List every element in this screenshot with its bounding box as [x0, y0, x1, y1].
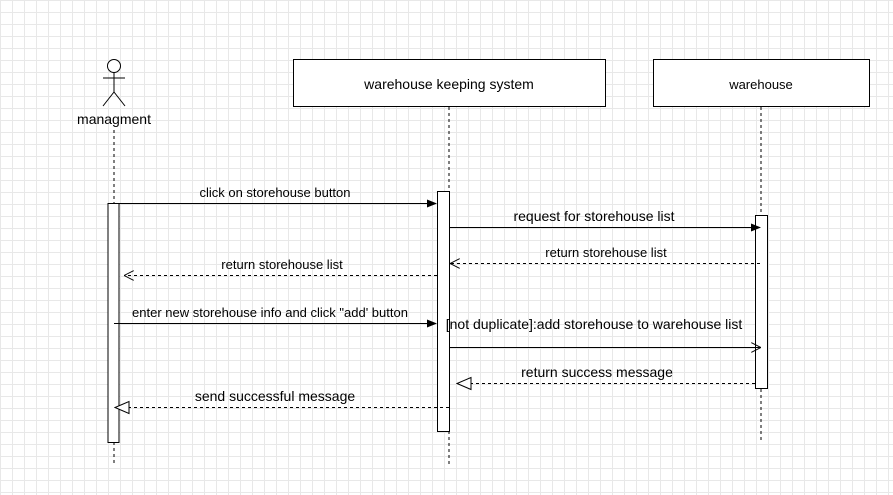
- message-label-6: [not duplicate]:add storehouse to wareho…: [446, 316, 743, 332]
- message-label-1: click on storehouse button: [199, 185, 350, 200]
- participant-warehouse[interactable]: warehouse: [653, 59, 870, 107]
- activation-warehouse: [755, 215, 768, 389]
- actor-right-leg: [113, 91, 126, 107]
- message-label-4: return storehouse list: [221, 257, 343, 272]
- activation-system: [437, 191, 450, 432]
- participant-warehouse-label: warehouse: [728, 77, 793, 92]
- actor-managment[interactable]: managment: [77, 59, 151, 128]
- actor-left-leg: [102, 91, 115, 107]
- message-label-3: return storehouse list: [545, 245, 667, 260]
- message-label-2: request for storehouse list: [513, 208, 674, 224]
- actor-label: managment: [77, 111, 151, 127]
- message-label-5: enter new storehouse info and click "add…: [132, 305, 408, 320]
- message-label-7: return success message: [521, 364, 673, 380]
- message-label-8: send successful message: [195, 388, 356, 404]
- participant-warehouse-keeping-system[interactable]: warehouse keeping system: [293, 59, 606, 107]
- actor-head-icon: [107, 59, 121, 73]
- participant-system-label: warehouse keeping system: [363, 76, 534, 92]
